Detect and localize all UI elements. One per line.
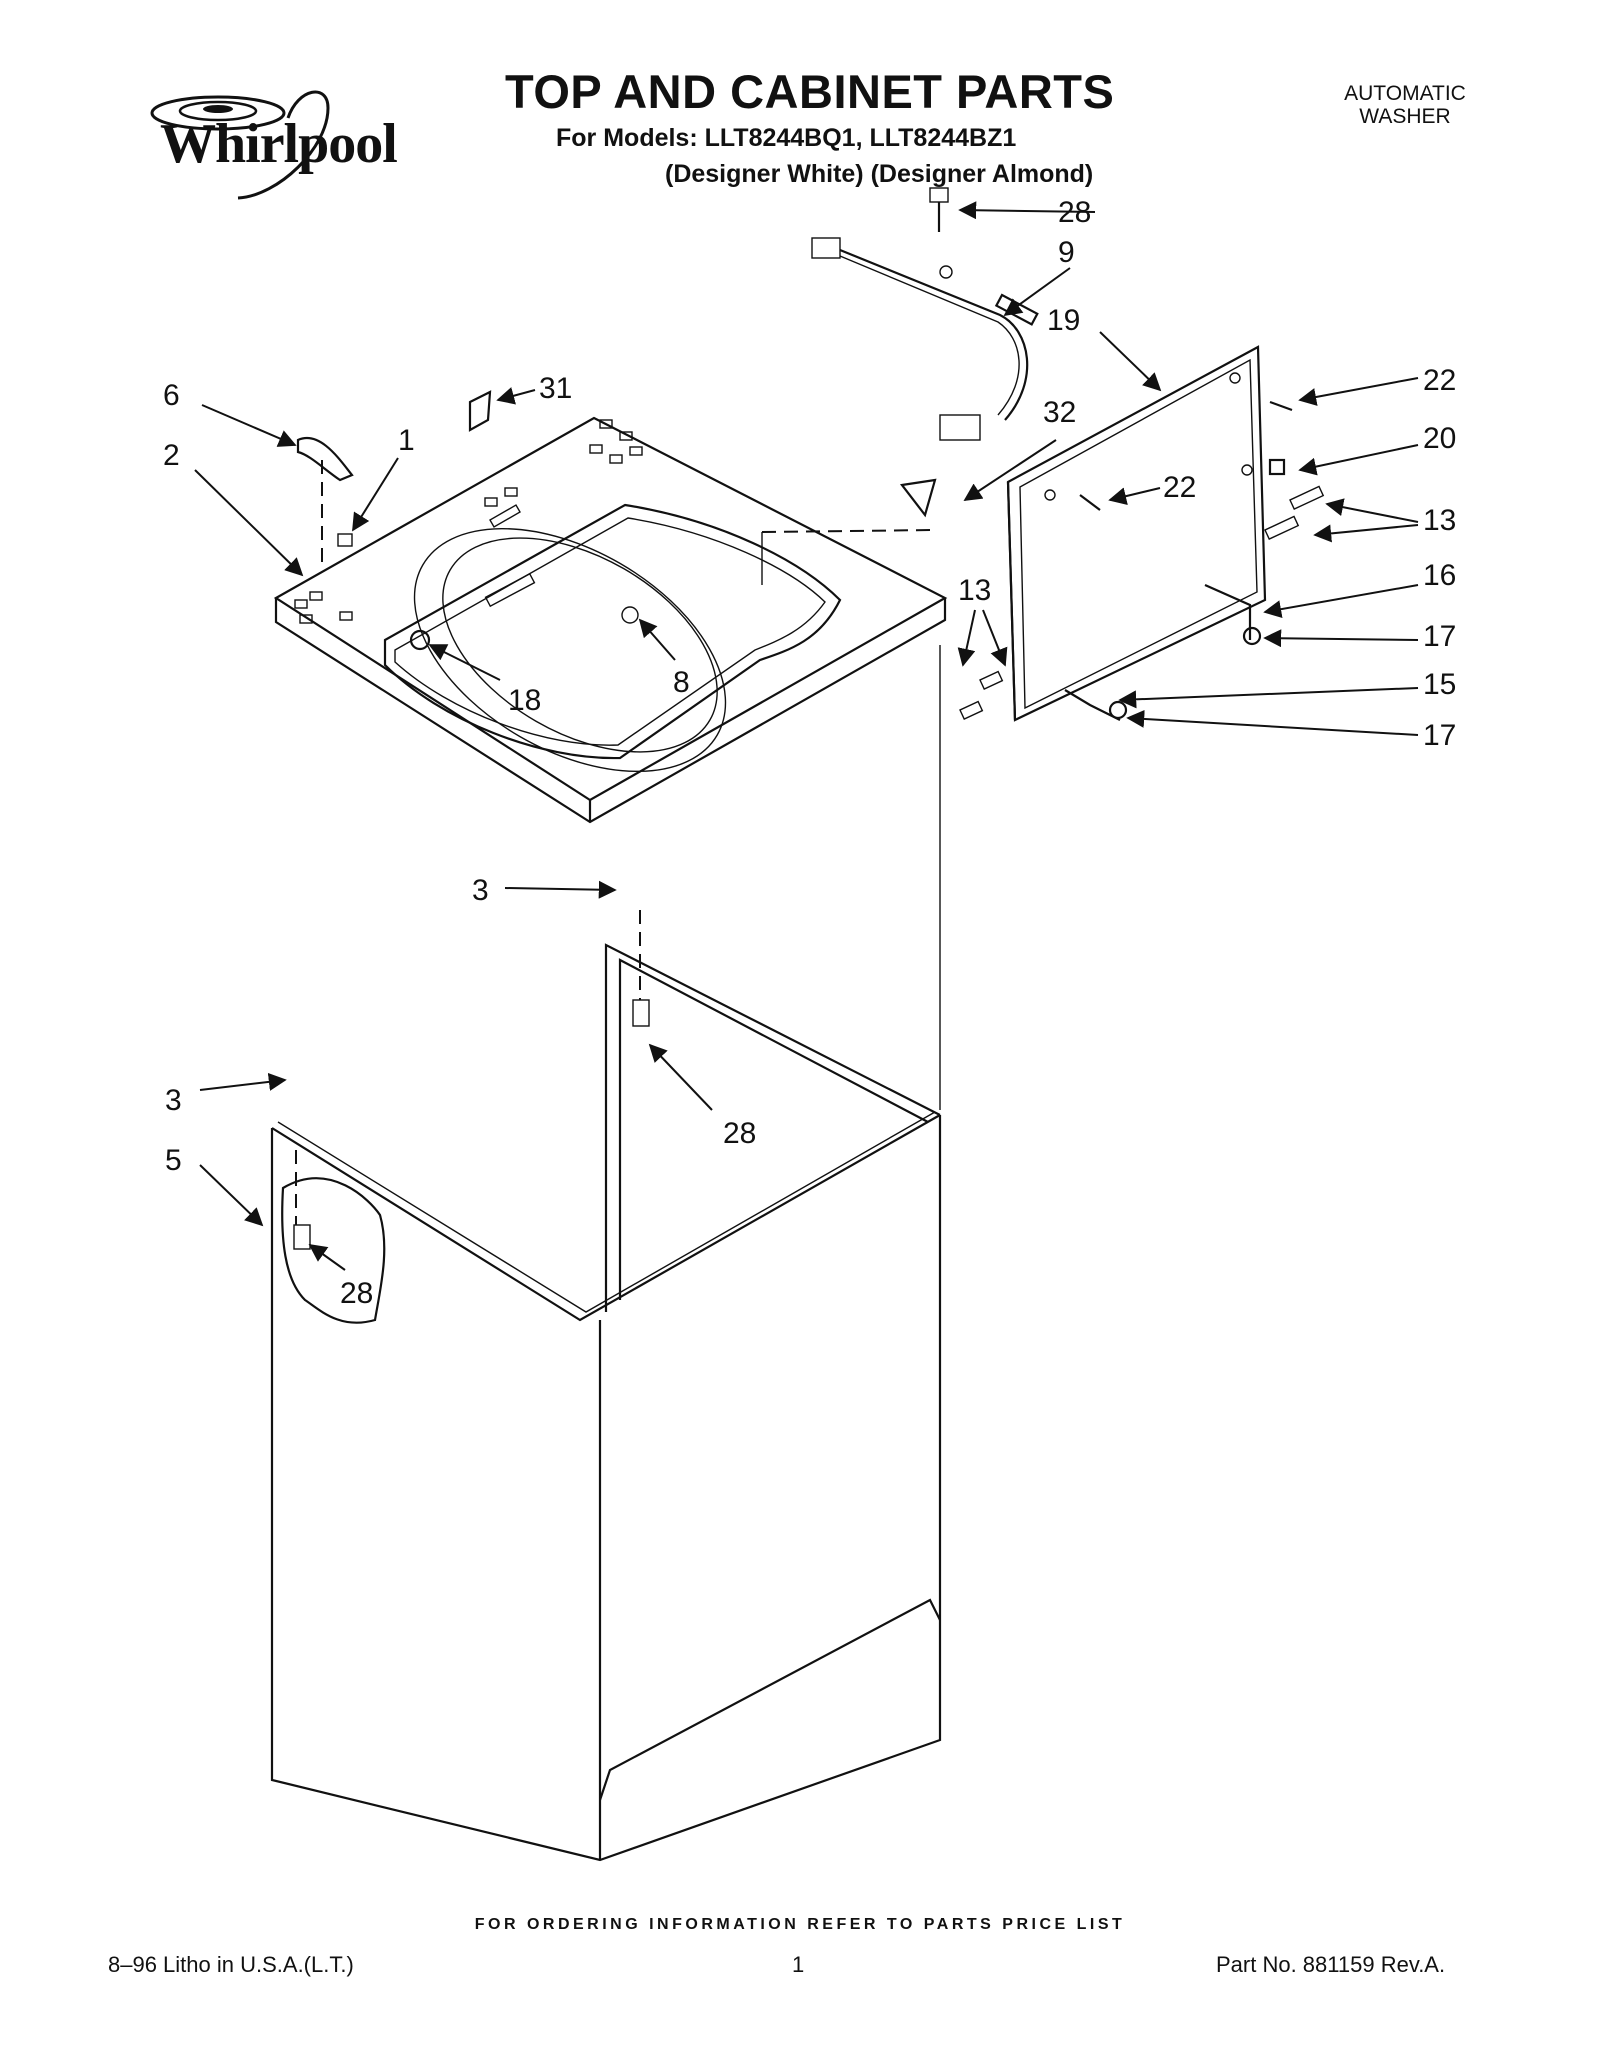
callout-arrows bbox=[194, 201, 1419, 1271]
washer-top-panel bbox=[273, 416, 948, 824]
ordering-info: FOR ORDERING INFORMATION REFER TO PARTS … bbox=[474, 1916, 1126, 1933]
console-frame bbox=[959, 345, 1325, 722]
models-line: For Models: LLT8244BQ1, LLT8244BZ1 bbox=[556, 124, 1017, 152]
product-type-line-1: AUTOMATIC bbox=[1344, 82, 1466, 105]
callout-31: 31 bbox=[539, 372, 572, 405]
callout-28-left: 28 bbox=[340, 1277, 373, 1310]
small-clips bbox=[296, 390, 937, 547]
callout-16: 16 bbox=[1423, 559, 1456, 592]
screw-28-top bbox=[929, 187, 949, 232]
callout-6: 6 bbox=[163, 379, 180, 412]
callout-5: 5 bbox=[165, 1144, 182, 1177]
callout-19: 19 bbox=[1047, 304, 1080, 337]
callout-28-top: 28 bbox=[1058, 196, 1091, 229]
callout-32: 32 bbox=[1043, 396, 1076, 429]
litho-info: 8–96 Litho in U.S.A.(L.T.) bbox=[108, 1952, 354, 1977]
callout-20: 20 bbox=[1423, 422, 1456, 455]
callout-22-inner: 22 bbox=[1163, 471, 1196, 504]
cabinet bbox=[270, 943, 942, 1862]
callout-15: 15 bbox=[1423, 668, 1456, 701]
callout-13-right: 13 bbox=[1423, 504, 1456, 537]
part-number: Part No. 881159 Rev.A. bbox=[1216, 1952, 1446, 1977]
callout-9: 9 bbox=[1058, 236, 1075, 269]
leader-lines bbox=[295, 460, 941, 1225]
wire-harness bbox=[811, 237, 1039, 441]
whirlpool-logo bbox=[150, 90, 330, 200]
product-type-line-2: WASHER bbox=[1359, 105, 1451, 128]
callout-17-upper: 17 bbox=[1423, 620, 1456, 653]
callout-3-left: 3 bbox=[165, 1084, 182, 1117]
callout-1: 1 bbox=[398, 424, 415, 457]
callout-17-lower: 17 bbox=[1423, 719, 1456, 752]
brand-logo-text: Whirlpool bbox=[160, 113, 398, 175]
page-title: TOP AND CABINET PARTS bbox=[505, 65, 1115, 118]
color-variants-line: (Designer White) (Designer Almond) bbox=[665, 160, 1094, 188]
page-number: 1 bbox=[792, 1952, 805, 1977]
callout-18: 18 bbox=[508, 684, 541, 717]
callout-22-right: 22 bbox=[1423, 364, 1456, 397]
callout-labels: 28 9 19 22 20 22 13 16 17 15 17 13 32 31… bbox=[163, 196, 1456, 1310]
callout-13-left: 13 bbox=[958, 574, 991, 607]
product-type: AUTOMATIC WASHER bbox=[1320, 82, 1490, 128]
callout-3-top: 3 bbox=[472, 874, 489, 907]
callout-8: 8 bbox=[673, 666, 690, 699]
callout-28-mid: 28 bbox=[723, 1117, 756, 1150]
callout-2: 2 bbox=[163, 439, 180, 472]
